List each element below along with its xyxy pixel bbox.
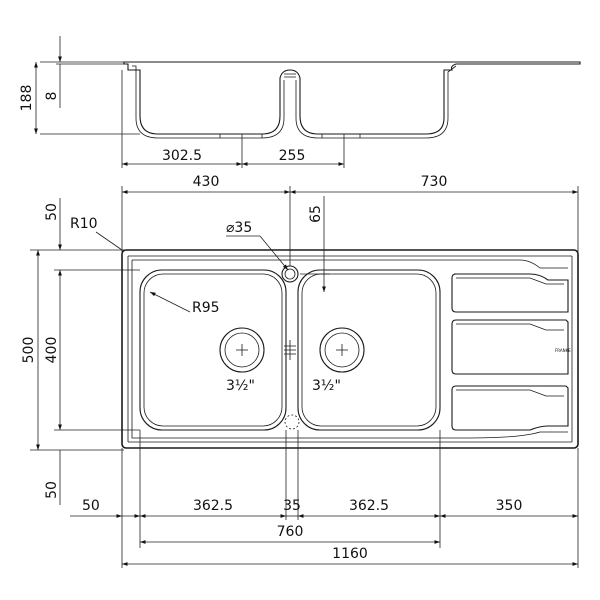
drainer-groove-2-inner <box>456 323 564 331</box>
dim-362-5-a-label: 362.5 <box>193 498 233 514</box>
tap-hole-inner <box>284 268 296 280</box>
dim-302-5-label: 302.5 <box>162 148 202 164</box>
r95-leader <box>149 291 191 313</box>
side-section-view: 188 8 302.5 255 <box>19 36 581 168</box>
dim-50-top-label: 50 <box>44 203 60 221</box>
right-bowl-inner <box>301 273 437 427</box>
dim-65-label: 65 <box>308 205 324 223</box>
right-drain-inner <box>324 332 360 368</box>
drainer: FRANKE <box>451 273 571 431</box>
dim-255-label: 255 <box>279 148 306 164</box>
drainer-groove-3-inner <box>456 389 564 397</box>
sink-outer-deck <box>121 249 579 449</box>
dim-1160-label: 1160 <box>332 546 368 562</box>
dim-430-label: 430 <box>193 174 220 190</box>
drainer-groove-1 <box>451 273 569 313</box>
drainer-groove-2 <box>451 319 569 375</box>
dim-362-5-b-label: 362.5 <box>349 498 389 514</box>
dim-500-label: 500 <box>21 337 37 364</box>
drainer-groove-1-inner <box>456 277 564 285</box>
right-drain-outer <box>319 327 365 373</box>
phi35-label: ⌀35 <box>226 220 252 236</box>
dim-50-bottom-label: 50 <box>82 498 100 514</box>
dim-350-label: 350 <box>496 498 523 514</box>
r95-label: R95 <box>192 300 220 316</box>
drainer-groove-3 <box>451 385 569 431</box>
waste-stubs <box>219 134 361 138</box>
brand-mark: FRANKE <box>555 348 571 353</box>
plan-top-dimensions: 430 730 R10 ⌀35 65 <box>70 174 579 292</box>
tap-hole <box>281 265 299 283</box>
left-drain-label: 3½" <box>226 378 255 394</box>
left-drain-inner <box>224 332 260 368</box>
left-drain-outer <box>219 327 265 373</box>
overflow-center <box>284 340 296 360</box>
plan-view: 3½" R95 3½" FRANKE <box>121 249 579 449</box>
right-drain-cross <box>336 344 348 356</box>
dim-50-bottom-label: 50 <box>44 481 60 499</box>
plan-bottom-dimensions: 50 362.5 35 362.5 350 760 1160 <box>70 430 579 568</box>
optional-hole <box>284 414 300 430</box>
r10-leader <box>95 231 123 251</box>
overflow-marks <box>284 73 296 78</box>
dim-188-label: 188 <box>19 85 35 112</box>
phi35-leader <box>259 235 289 271</box>
dim-400-label: 400 <box>44 337 60 364</box>
right-drain-label: 3½" <box>312 378 341 394</box>
r10-label: R10 <box>70 216 98 232</box>
left-drain-cross <box>236 344 248 356</box>
dim-760-label: 760 <box>277 524 304 540</box>
plan-left-dimensions: 500 400 50 50 <box>21 198 140 505</box>
deck-inner-edge <box>127 255 573 443</box>
dim-730-label: 730 <box>421 174 448 190</box>
side-inner-outline <box>132 65 457 139</box>
dim-35-label: 35 <box>283 498 301 514</box>
side-deck-outline <box>123 61 581 135</box>
dim-8-label: 8 <box>44 92 60 101</box>
right-bowl <box>297 269 441 431</box>
left-bowl-inner <box>143 273 283 427</box>
deck-groove <box>131 259 568 439</box>
